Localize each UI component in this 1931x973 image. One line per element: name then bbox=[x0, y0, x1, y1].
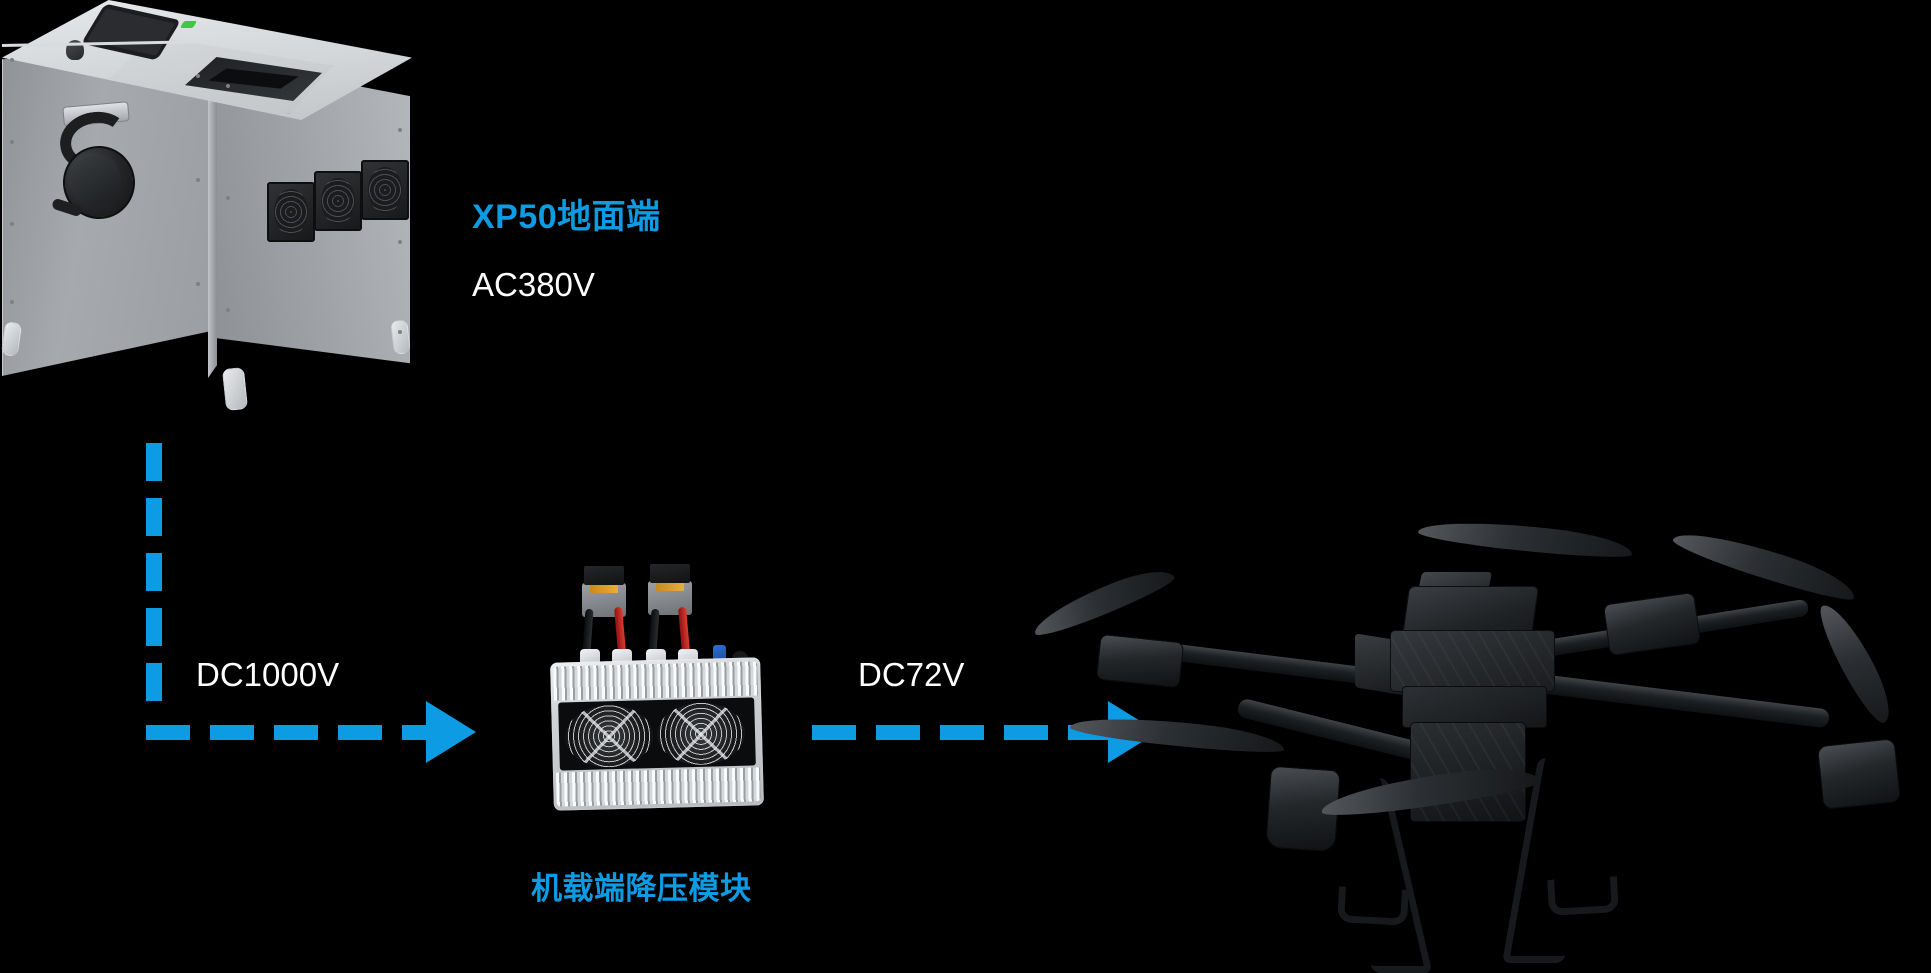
ground-station-illustration bbox=[0, 0, 470, 460]
module-title: 机载端降压模块 bbox=[531, 871, 752, 906]
drone-arm bbox=[1510, 670, 1830, 729]
flow-label-dc1000v: DC1000V bbox=[196, 656, 340, 693]
arrow-head-icon bbox=[426, 701, 476, 763]
propeller-blade bbox=[1028, 560, 1178, 642]
fan-icon bbox=[656, 701, 746, 766]
flow-arrow-dc1000v bbox=[146, 701, 476, 763]
module-heatsink-body bbox=[550, 657, 764, 811]
cabinet-rivets bbox=[0, 0, 470, 460]
fan-icon bbox=[267, 182, 315, 242]
ground-station-voltage: AC380V bbox=[472, 266, 595, 303]
heatsink-fins-bottom bbox=[555, 767, 761, 807]
motor-icon bbox=[1816, 738, 1902, 810]
diagram-canvas: XP50地面端 AC380V DC1000V bbox=[0, 0, 1931, 920]
fan-icon bbox=[361, 160, 409, 220]
propeller-blade bbox=[1670, 521, 1860, 607]
heatsink-fins-top bbox=[553, 661, 759, 701]
wire-black bbox=[648, 608, 660, 654]
fan-icon bbox=[314, 171, 362, 231]
arrow-shaft bbox=[812, 725, 1112, 740]
flow-label-dc72v: DC72V bbox=[858, 656, 965, 693]
step-down-module-illustration bbox=[540, 564, 780, 845]
landing-foot bbox=[1547, 876, 1619, 916]
wire-black bbox=[582, 608, 594, 654]
drone-illustration bbox=[1020, 490, 1930, 973]
fan-icon bbox=[564, 704, 654, 769]
motor-icon bbox=[1602, 591, 1702, 657]
drone-body-center bbox=[1390, 630, 1555, 692]
module-fan-panel bbox=[558, 697, 756, 771]
arrow-shaft bbox=[146, 725, 430, 740]
ground-station-title: XP50地面端 bbox=[472, 198, 661, 236]
propeller-blade bbox=[1811, 597, 1901, 729]
motor-icon bbox=[1095, 633, 1185, 689]
dashed-connector-vertical bbox=[146, 443, 162, 715]
cabinet-corner-seam bbox=[208, 56, 217, 378]
propeller-blade bbox=[1417, 514, 1634, 563]
cabinet-fan-group bbox=[267, 154, 409, 264]
